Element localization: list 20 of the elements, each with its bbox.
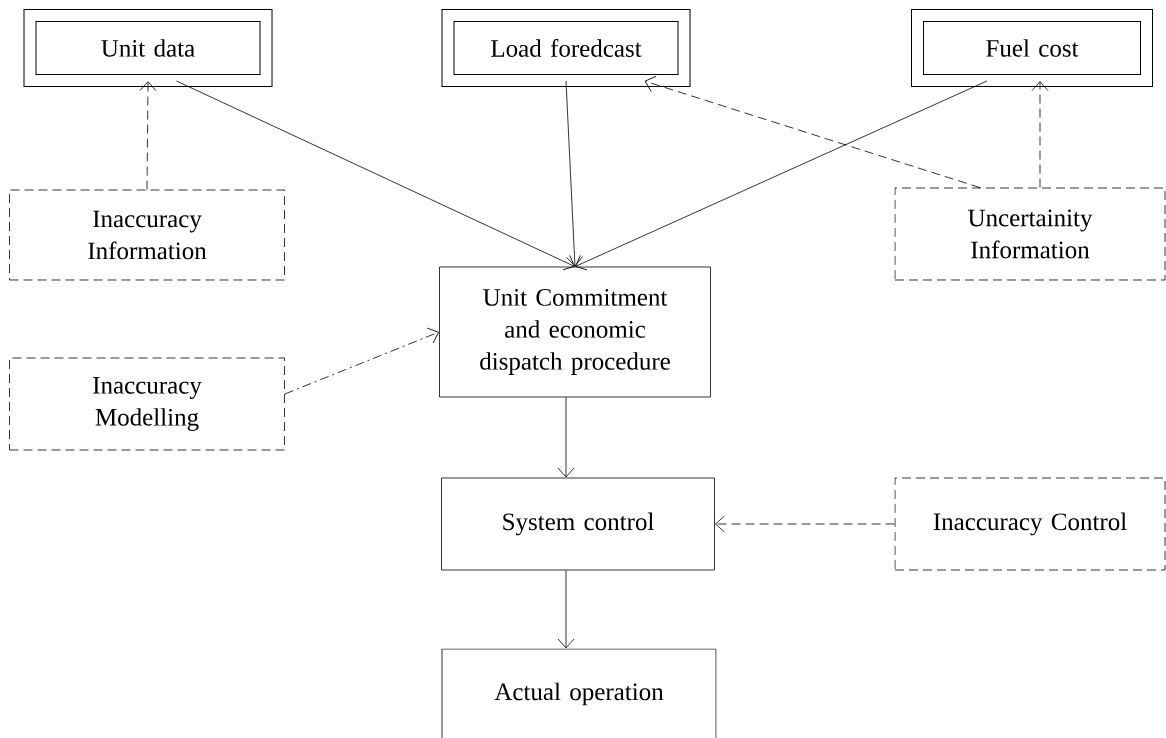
uncertainty-box: Inaccuracy Control [894,477,1166,571]
uncertainty-box: Inaccuracy Modelling [9,357,285,451]
arrow [284,327,439,395]
input-box: Fuel cost [911,9,1153,87]
arrow [715,515,895,533]
input-box: Load foredcast [441,9,691,87]
process-box: Unit Commitment and economic dispatch procedure [439,266,711,398]
uncertainty-box: Uncertainity Information [894,187,1166,281]
arrow [557,397,575,478]
arrow [565,80,583,267]
arrow [557,570,575,649]
arrow [176,80,575,271]
input-box: Unit data [23,9,273,87]
arrow [575,80,988,271]
arrow [644,75,981,188]
uncertainty-box: Inaccuracy Information [9,189,285,281]
arrow [1031,81,1049,188]
arrow [139,81,157,190]
process-box: System control [441,477,715,571]
process-box: Actual operation [441,648,717,738]
